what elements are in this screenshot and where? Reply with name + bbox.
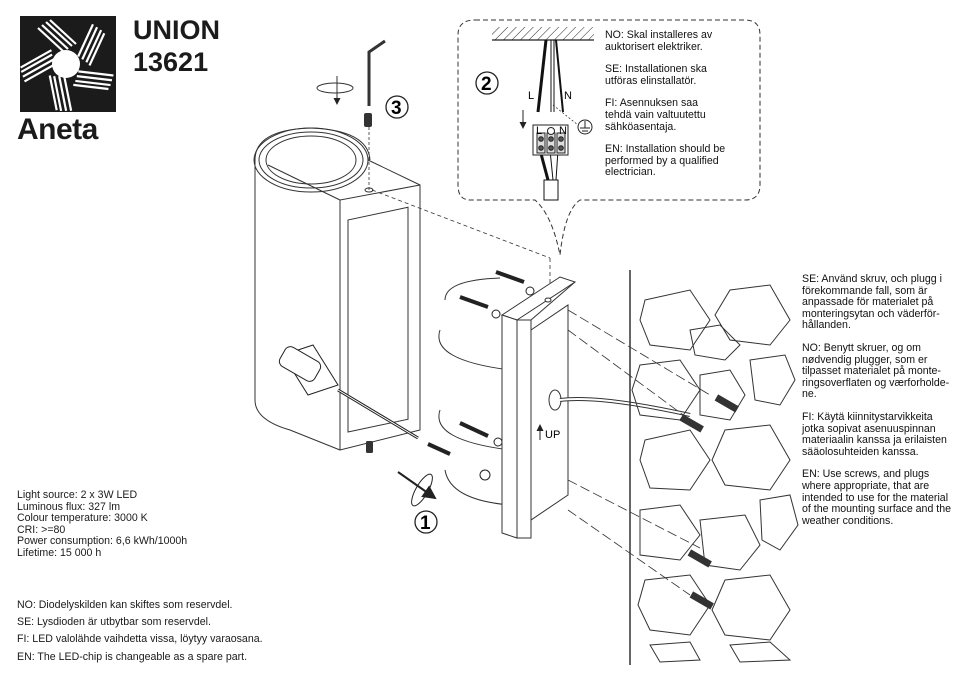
wall-screws (427, 270, 525, 456)
ceiling-hatch (492, 27, 594, 41)
neutral-wire-label: N (564, 90, 572, 102)
mounting-notes: SE: Använd skruv, och plugg i förekomman… (802, 273, 974, 538)
spec-lifetime: Lifetime: 15 000 h (17, 546, 102, 559)
rotate-tighten-icon (397, 471, 437, 507)
screwdriver-icon (278, 344, 419, 440)
terminal-live-label: L (536, 125, 542, 137)
mounting-note-se: SE: Använd skruv, och plugg i förekomman… (802, 273, 942, 332)
mounting-note-fi: FI: Käytä kiinnitystarvikkeita jotka sop… (802, 410, 947, 458)
spec-cri: CRI: >=80 (17, 523, 66, 536)
wires (536, 39, 579, 201)
step-2-number: 2 (481, 74, 492, 95)
terminal-neutral-label: N (559, 125, 567, 137)
mounting-note-no: NO: Benytt skruer, og om nødvendig plugg… (802, 341, 950, 401)
set-screw-icon (364, 113, 372, 127)
product-code: 13621 (133, 47, 209, 77)
washers (479, 286, 535, 481)
cylinder-ghost (438, 277, 511, 506)
aneta-sunburst-logo-icon (15, 19, 120, 119)
alignment-lines (567, 309, 711, 596)
callout-se: SE: Installationen ska utföras elinstall… (605, 63, 707, 87)
spec-luminous-flux: Luminous flux: 327 lm (17, 500, 121, 513)
spare-part-notes: NO: Diodelyskilden kan skiftes som reser… (17, 597, 263, 666)
step-3-badge: 3 (385, 95, 409, 119)
step-3-number: 3 (391, 98, 402, 119)
mounting-note-en: EN: Use screws, and plugs where appropri… (802, 468, 952, 527)
step-1-number: 1 (420, 513, 431, 534)
lamp-housing (253, 127, 421, 451)
earth-ground-icon (577, 119, 593, 135)
callout-bubble (457, 19, 761, 256)
brand-name: Aneta (17, 113, 98, 146)
installation-callout-text: NO: Skal installeres av auktorisert elek… (605, 29, 755, 190)
callout-en: EN: Installation should be performed by … (605, 143, 726, 179)
hex-key-icon (367, 39, 386, 106)
product-title: UNION 13621 (133, 14, 220, 78)
up-label: UP (545, 429, 560, 441)
spec-colour-temperature: Colour temperature: 3000 K (17, 512, 148, 525)
terminal-block (532, 124, 569, 156)
live-wire-label: L (528, 90, 534, 102)
stone-wall (629, 270, 799, 665)
callout-fi: FI: Asennuksen saa tehdä vain valtuutett… (605, 97, 706, 133)
spare-note-se: SE: Lysdioden är utbytbar som reservdel. (17, 616, 211, 629)
brand-logo (15, 16, 120, 119)
spare-note-fi: FI: LED valolähde vaihdetta vissa, löyty… (17, 633, 263, 646)
callout-no: NO: Skal installeres av auktorisert elek… (605, 29, 713, 53)
spec-light-source: Light source: 2 x 3W LED (17, 489, 138, 501)
mounting-plate (500, 276, 577, 539)
spec-list: Light source: 2 x 3W LED Luminous flux: … (17, 489, 188, 560)
spec-power-consumption: Power consumption: 6,6 kWh/1000h (17, 535, 188, 548)
step-2-badge: 2 (475, 71, 499, 95)
spare-note-no: NO: Diodelyskilden kan skiftes som reser… (17, 599, 233, 611)
wall-plugs (679, 394, 739, 610)
product-name: UNION (133, 15, 220, 45)
spare-note-en: EN: The LED-chip is changeable as a spar… (17, 650, 248, 663)
step-1-badge: 1 (414, 510, 438, 534)
spare-set-screw-icon (366, 441, 373, 453)
rotate-arrow-icon (316, 76, 354, 105)
